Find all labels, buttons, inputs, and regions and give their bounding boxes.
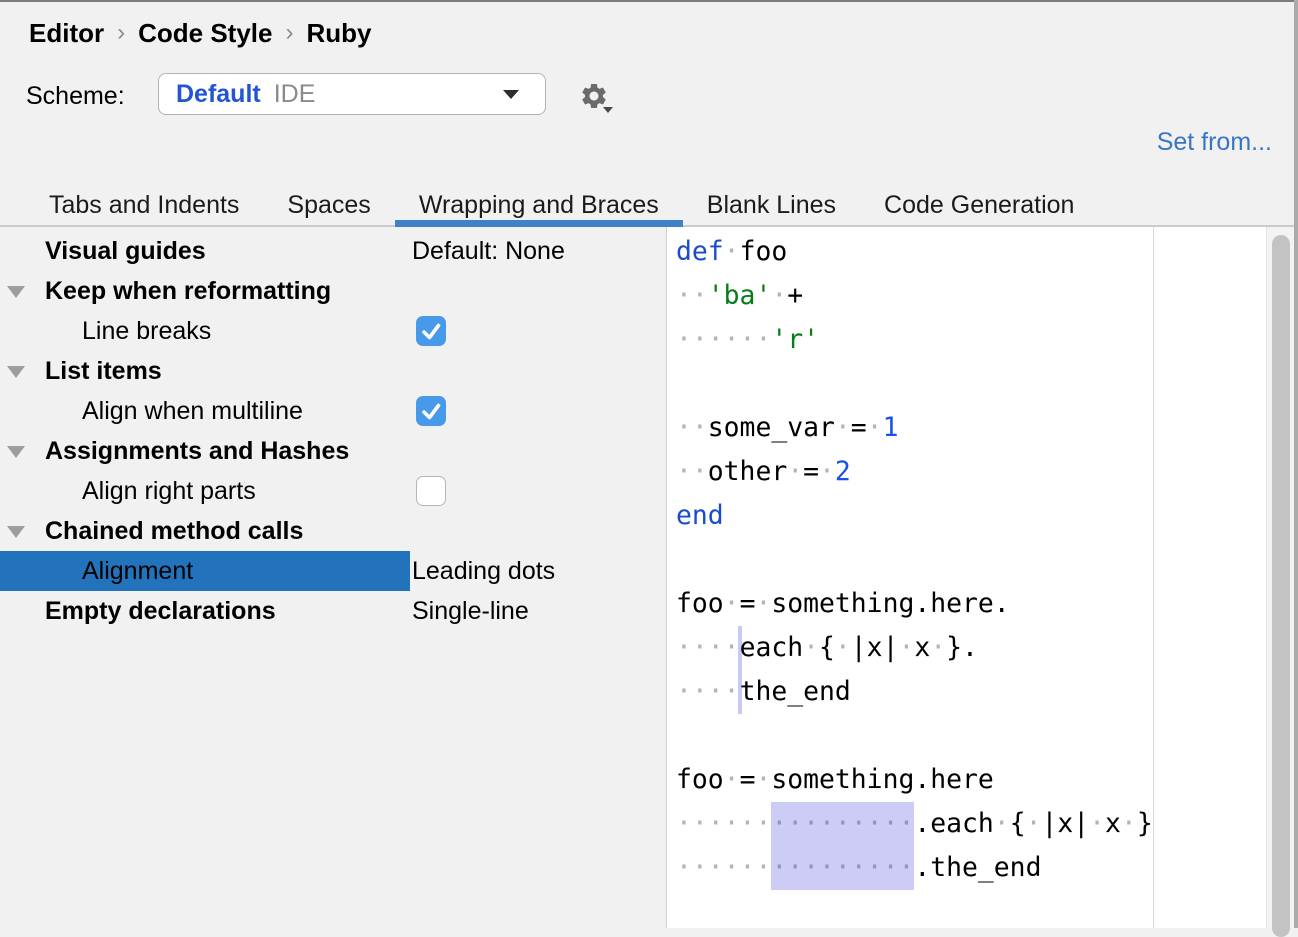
checkmark-icon: [422, 323, 441, 340]
code-line: ··some_var·=·1: [676, 412, 899, 443]
breadcrumb-editor[interactable]: Editor: [29, 18, 105, 48]
visual-guides-label: Visual guides: [45, 237, 206, 265]
gear-glyph: [582, 84, 606, 108]
tab-tabs-and-indents[interactable]: Tabs and Indents: [49, 191, 240, 219]
tree-row-align-right-parts[interactable]: Align right parts: [0, 471, 666, 511]
keep-when-reformatting-label: Keep when reformatting: [45, 277, 332, 305]
tree-row-visual-guides[interactable]: Visual guides Default: None: [0, 231, 666, 271]
gear-caret-icon: [603, 107, 613, 113]
expander-triangle-icon[interactable]: [7, 446, 25, 458]
scheme-selected-value: Default: [176, 79, 261, 108]
code-line: ···············.each·{·|x|·x·}: [676, 808, 1153, 839]
align-when-multiline-label: Align when multiline: [82, 397, 303, 425]
tab-wrapping-and-braces[interactable]: Wrapping and Braces: [394, 185, 683, 227]
code-line: foo·=·something.here: [676, 764, 994, 795]
line-breaks-label: Line breaks: [82, 317, 212, 345]
visual-guides-value[interactable]: Default: None: [412, 237, 565, 265]
assignments-and-hashes-label: Assignments and Hashes: [45, 437, 350, 465]
chevron-down-icon: [503, 90, 519, 99]
right-margin-guide: [1153, 227, 1154, 928]
breadcrumb-ruby: Ruby: [306, 18, 372, 48]
selected-row-highlight: [0, 551, 410, 591]
expander-triangle-icon[interactable]: [7, 286, 25, 298]
scheme-value-suffix: IDE: [273, 79, 316, 108]
tree-row-assignments-and-hashes[interactable]: Assignments and Hashes: [0, 431, 666, 471]
scheme-dropdown[interactable]: Default IDE: [158, 73, 546, 115]
code-line: [667, 362, 676, 406]
expander-triangle-icon[interactable]: [7, 366, 25, 378]
line-breaks-checkbox[interactable]: [416, 316, 446, 346]
code-line: end: [676, 500, 724, 531]
breadcrumb-separator-icon: ›: [117, 18, 126, 46]
tab-blank-lines[interactable]: Blank Lines: [706, 191, 837, 219]
code-line: ····each·{·|x|·x·}.: [676, 632, 978, 663]
code-line: [667, 538, 676, 582]
scrollbar-track[interactable]: [1266, 227, 1297, 937]
code-line: [667, 890, 676, 928]
empty-declarations-value[interactable]: Single-line: [412, 597, 529, 625]
align-right-parts-label: Align right parts: [82, 477, 256, 505]
checkmark-icon: [422, 403, 441, 420]
alignment-label: Alignment: [82, 557, 194, 585]
code-line: foo·=·something.here.: [676, 588, 1010, 619]
tree-row-empty-declarations[interactable]: Empty declarations Single-line: [0, 591, 666, 631]
tree-row-keep-when-reformatting[interactable]: Keep when reformatting: [0, 271, 666, 311]
align-when-multiline-checkbox[interactable]: [416, 396, 446, 426]
align-right-parts-checkbox[interactable]: [416, 476, 446, 506]
list-items-label: List items: [45, 357, 162, 385]
window-top-border: [0, 0, 1298, 2]
breadcrumb-code-style[interactable]: Code Style: [138, 18, 273, 48]
code-line: ······'r': [676, 324, 820, 355]
tree-row-line-breaks[interactable]: Line breaks: [0, 311, 666, 351]
indent-guide: [738, 626, 742, 714]
code-line: ····the_end: [676, 676, 851, 707]
gear-icon[interactable]: [579, 81, 613, 115]
breadcrumb-separator-icon: ›: [285, 18, 294, 46]
scrollbar-thumb[interactable]: [1272, 235, 1290, 937]
alignment-value[interactable]: Leading dots: [412, 557, 556, 585]
tab-code-generation[interactable]: Code Generation: [884, 191, 1075, 219]
tree-row-list-items[interactable]: List items: [0, 351, 666, 391]
empty-declarations-label: Empty declarations: [45, 597, 276, 625]
set-from-link[interactable]: Set from...: [1156, 128, 1272, 156]
tab-bar: Tabs and Indents Spaces Wrapping and Brace…: [25, 185, 1098, 227]
tree-row-chained-method-calls[interactable]: Chained method calls: [0, 511, 666, 551]
breadcrumb: Editor › Code Style › Ruby: [29, 18, 371, 49]
code-line: ···············.the_end: [676, 852, 1042, 883]
expander-triangle-icon[interactable]: [7, 526, 25, 538]
chained-method-calls-label: Chained method calls: [45, 517, 304, 545]
code-preview-editor[interactable]: def·foo ··'ba'·+ ······'r' ··some_var·=·1 ··…: [667, 227, 1266, 928]
code-line: ··'ba'·+: [676, 280, 804, 311]
window-right-border: [1294, 0, 1298, 928]
code-line: def·foo: [676, 236, 788, 267]
tree-row-align-when-multiline[interactable]: Align when multiline: [0, 391, 666, 431]
code-line: ··other·=·2: [676, 456, 851, 487]
tab-spaces[interactable]: Spaces: [287, 191, 371, 219]
scheme-label: Scheme:: [26, 82, 125, 110]
code-line: [667, 714, 676, 758]
tree-row-alignment[interactable]: Alignment Leading dots: [0, 551, 666, 591]
preview-selection-highlight: [771, 802, 914, 890]
